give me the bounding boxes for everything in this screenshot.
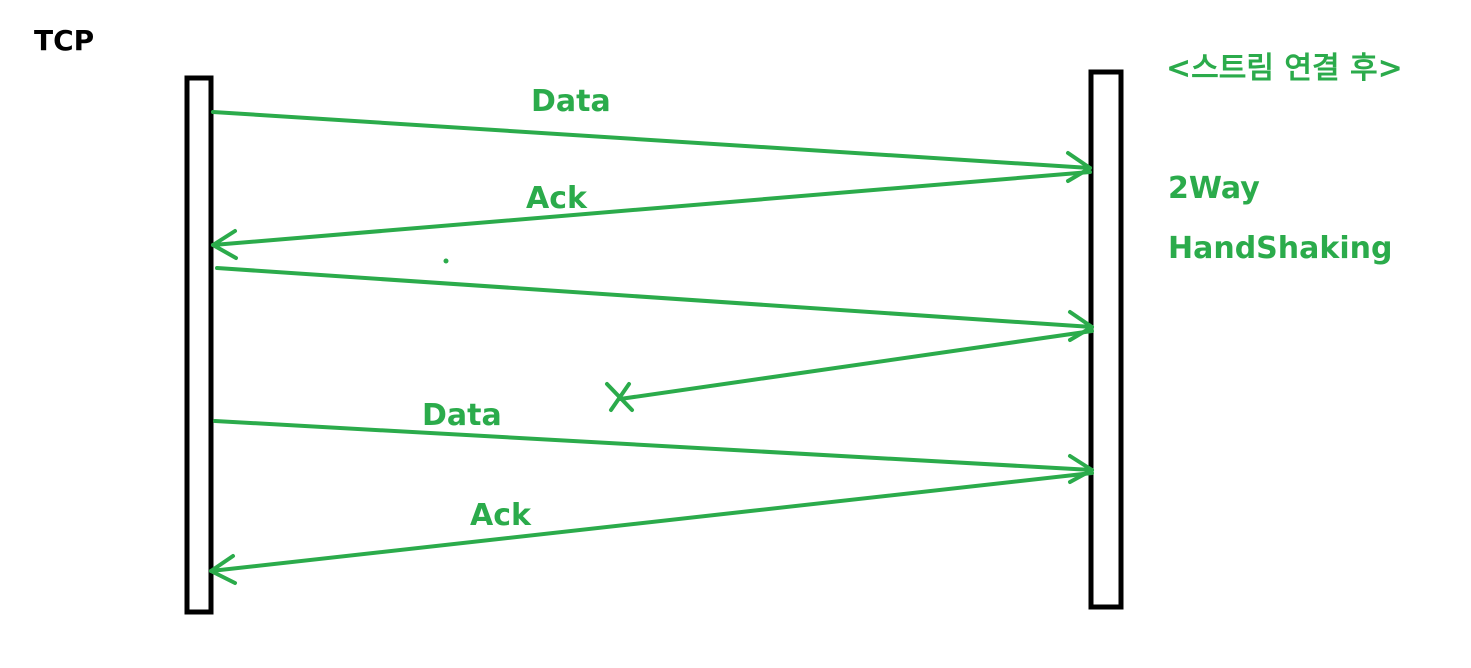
ack-message-1-arrowhead [211,229,238,260]
ack-label-1: Ack [526,181,588,216]
ack-label-2: Ack [470,498,532,533]
stray-dot [443,258,449,264]
data-message-2 [213,419,1094,472]
sender-lifeline [184,75,214,615]
ack-message-1 [211,170,1092,247]
data-label-1: Data [531,84,611,119]
data-label-2: Data [422,398,502,433]
lost-ack-message [618,329,1094,401]
data-message-1 [211,110,1092,170]
lost-marker-stroke-2 [609,382,631,412]
ack-message-2 [209,471,1094,573]
page-title: TCP [34,24,94,57]
data-message-1-arrowhead [1066,151,1092,183]
data-message-unlabeled-arrowhead [1068,310,1094,342]
stream-connection-heading: <스트림 연결 후> [1166,51,1403,86]
data-message-unlabeled [215,266,1094,329]
receiver-lifeline [1088,69,1124,610]
data-message-2-arrowhead [1068,454,1094,484]
ack-message-2-arrowhead [209,554,237,585]
side-note-line-2: HandShaking [1168,231,1392,266]
side-note-line-1: 2Way [1168,171,1260,206]
